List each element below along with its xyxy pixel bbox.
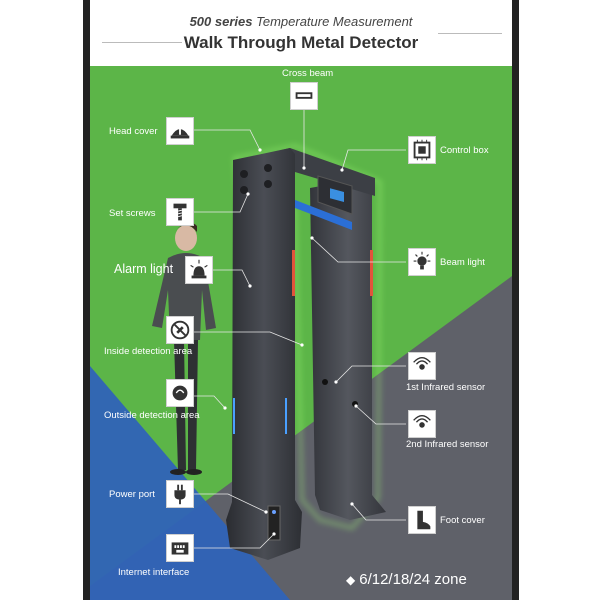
internet-interface-icon <box>166 534 194 562</box>
cross-beam-label: Cross beam <box>282 68 334 79</box>
first-infrared-sensor-label: 1st Infrared sensor <box>406 382 486 393</box>
power-port-icon <box>166 480 194 508</box>
leader-lines <box>192 108 406 549</box>
outside-detection-area-icon <box>166 379 194 407</box>
diamond-icon: ◆ <box>346 573 356 587</box>
title-rule-right <box>438 33 502 34</box>
outside-detection-area-label: Outside detection area <box>104 410 200 421</box>
cross-beam-icon <box>290 82 318 110</box>
alarm-light-icon <box>185 256 213 284</box>
title-rule-left <box>102 42 182 43</box>
product-poster: 500 series Temperature Measurement Walk … <box>90 0 512 600</box>
alarm-light-label: Alarm light <box>114 262 174 276</box>
set-screws-label: Set screws <box>109 208 156 219</box>
second-infrared-sensor-label: 2nd Infrared sensor <box>406 439 489 450</box>
zone-text: 6/12/18/24 zone <box>359 571 467 588</box>
second-infrared-sensor-icon <box>408 410 436 438</box>
beam-light-label: Beam light <box>440 257 485 268</box>
internet-interface-label: Internet interface <box>118 567 190 578</box>
series-name: 500 series <box>189 14 253 29</box>
inside-detection-area-icon <box>166 316 194 344</box>
left-border <box>83 0 90 600</box>
head-cover-label: Head cover <box>109 126 158 137</box>
foot-cover-icon <box>408 506 436 534</box>
control-box-icon <box>408 136 436 164</box>
header: 500 series Temperature Measurement Walk … <box>90 0 512 66</box>
foot-cover-label: Foot cover <box>440 515 485 526</box>
series-subtitle: Temperature Measurement <box>256 14 413 29</box>
right-border <box>512 0 519 600</box>
series-line: 500 series Temperature Measurement <box>90 14 512 29</box>
inside-detection-area-label: Inside detection area <box>104 346 193 357</box>
power-port-label: Power port <box>109 489 155 500</box>
first-infrared-sensor-icon <box>408 352 436 380</box>
set-screws-icon <box>166 198 194 226</box>
head-cover-icon <box>166 117 194 145</box>
zone-caption: ◆6/12/18/24 zone <box>346 571 467 588</box>
page-title: Walk Through Metal Detector <box>183 33 419 52</box>
metal-detector-illustration <box>226 143 386 560</box>
beam-light-icon <box>408 248 436 276</box>
control-box-label: Control box <box>440 145 489 156</box>
